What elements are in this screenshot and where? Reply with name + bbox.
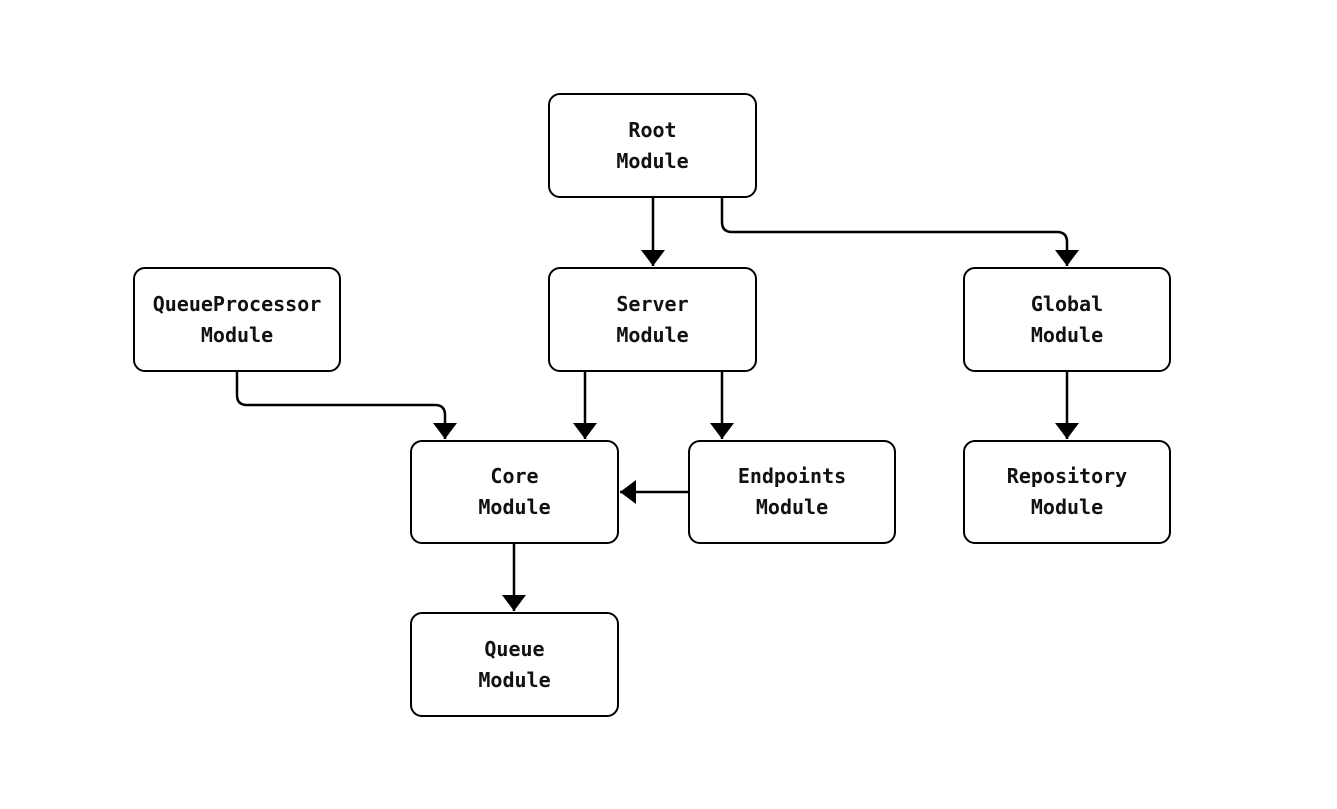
node-queueprocessor-module: QueueProcessor Module (133, 267, 341, 372)
edge-root-to-global (720, 198, 1079, 266)
node-server-module: Server Module (548, 267, 757, 372)
node-repository-module: Repository Module (963, 440, 1171, 544)
edge-queueprocessor-to-core (235, 372, 457, 439)
node-server-module-label: Server Module (616, 291, 689, 347)
node-core-module-label: Core Module (478, 464, 551, 519)
node-global-module-label: Global Module (1030, 291, 1104, 347)
node-queue-module: Queue Module (410, 612, 619, 717)
node-core-module: Core Module (410, 440, 619, 544)
node-repository-module-label: Repository Module (1006, 464, 1128, 519)
node-root-module-label: Root Module (616, 117, 689, 173)
node-endpoints-module-label: Endpoints Module (737, 464, 847, 519)
node-endpoints-module: Endpoints Module (688, 440, 896, 544)
node-global-module: Global Module (963, 267, 1171, 372)
node-queueprocessor-module-label: QueueProcessor Module (152, 291, 322, 347)
node-queue-module-label: Queue Module (478, 636, 551, 692)
node-root-module: Root Module (548, 93, 757, 198)
